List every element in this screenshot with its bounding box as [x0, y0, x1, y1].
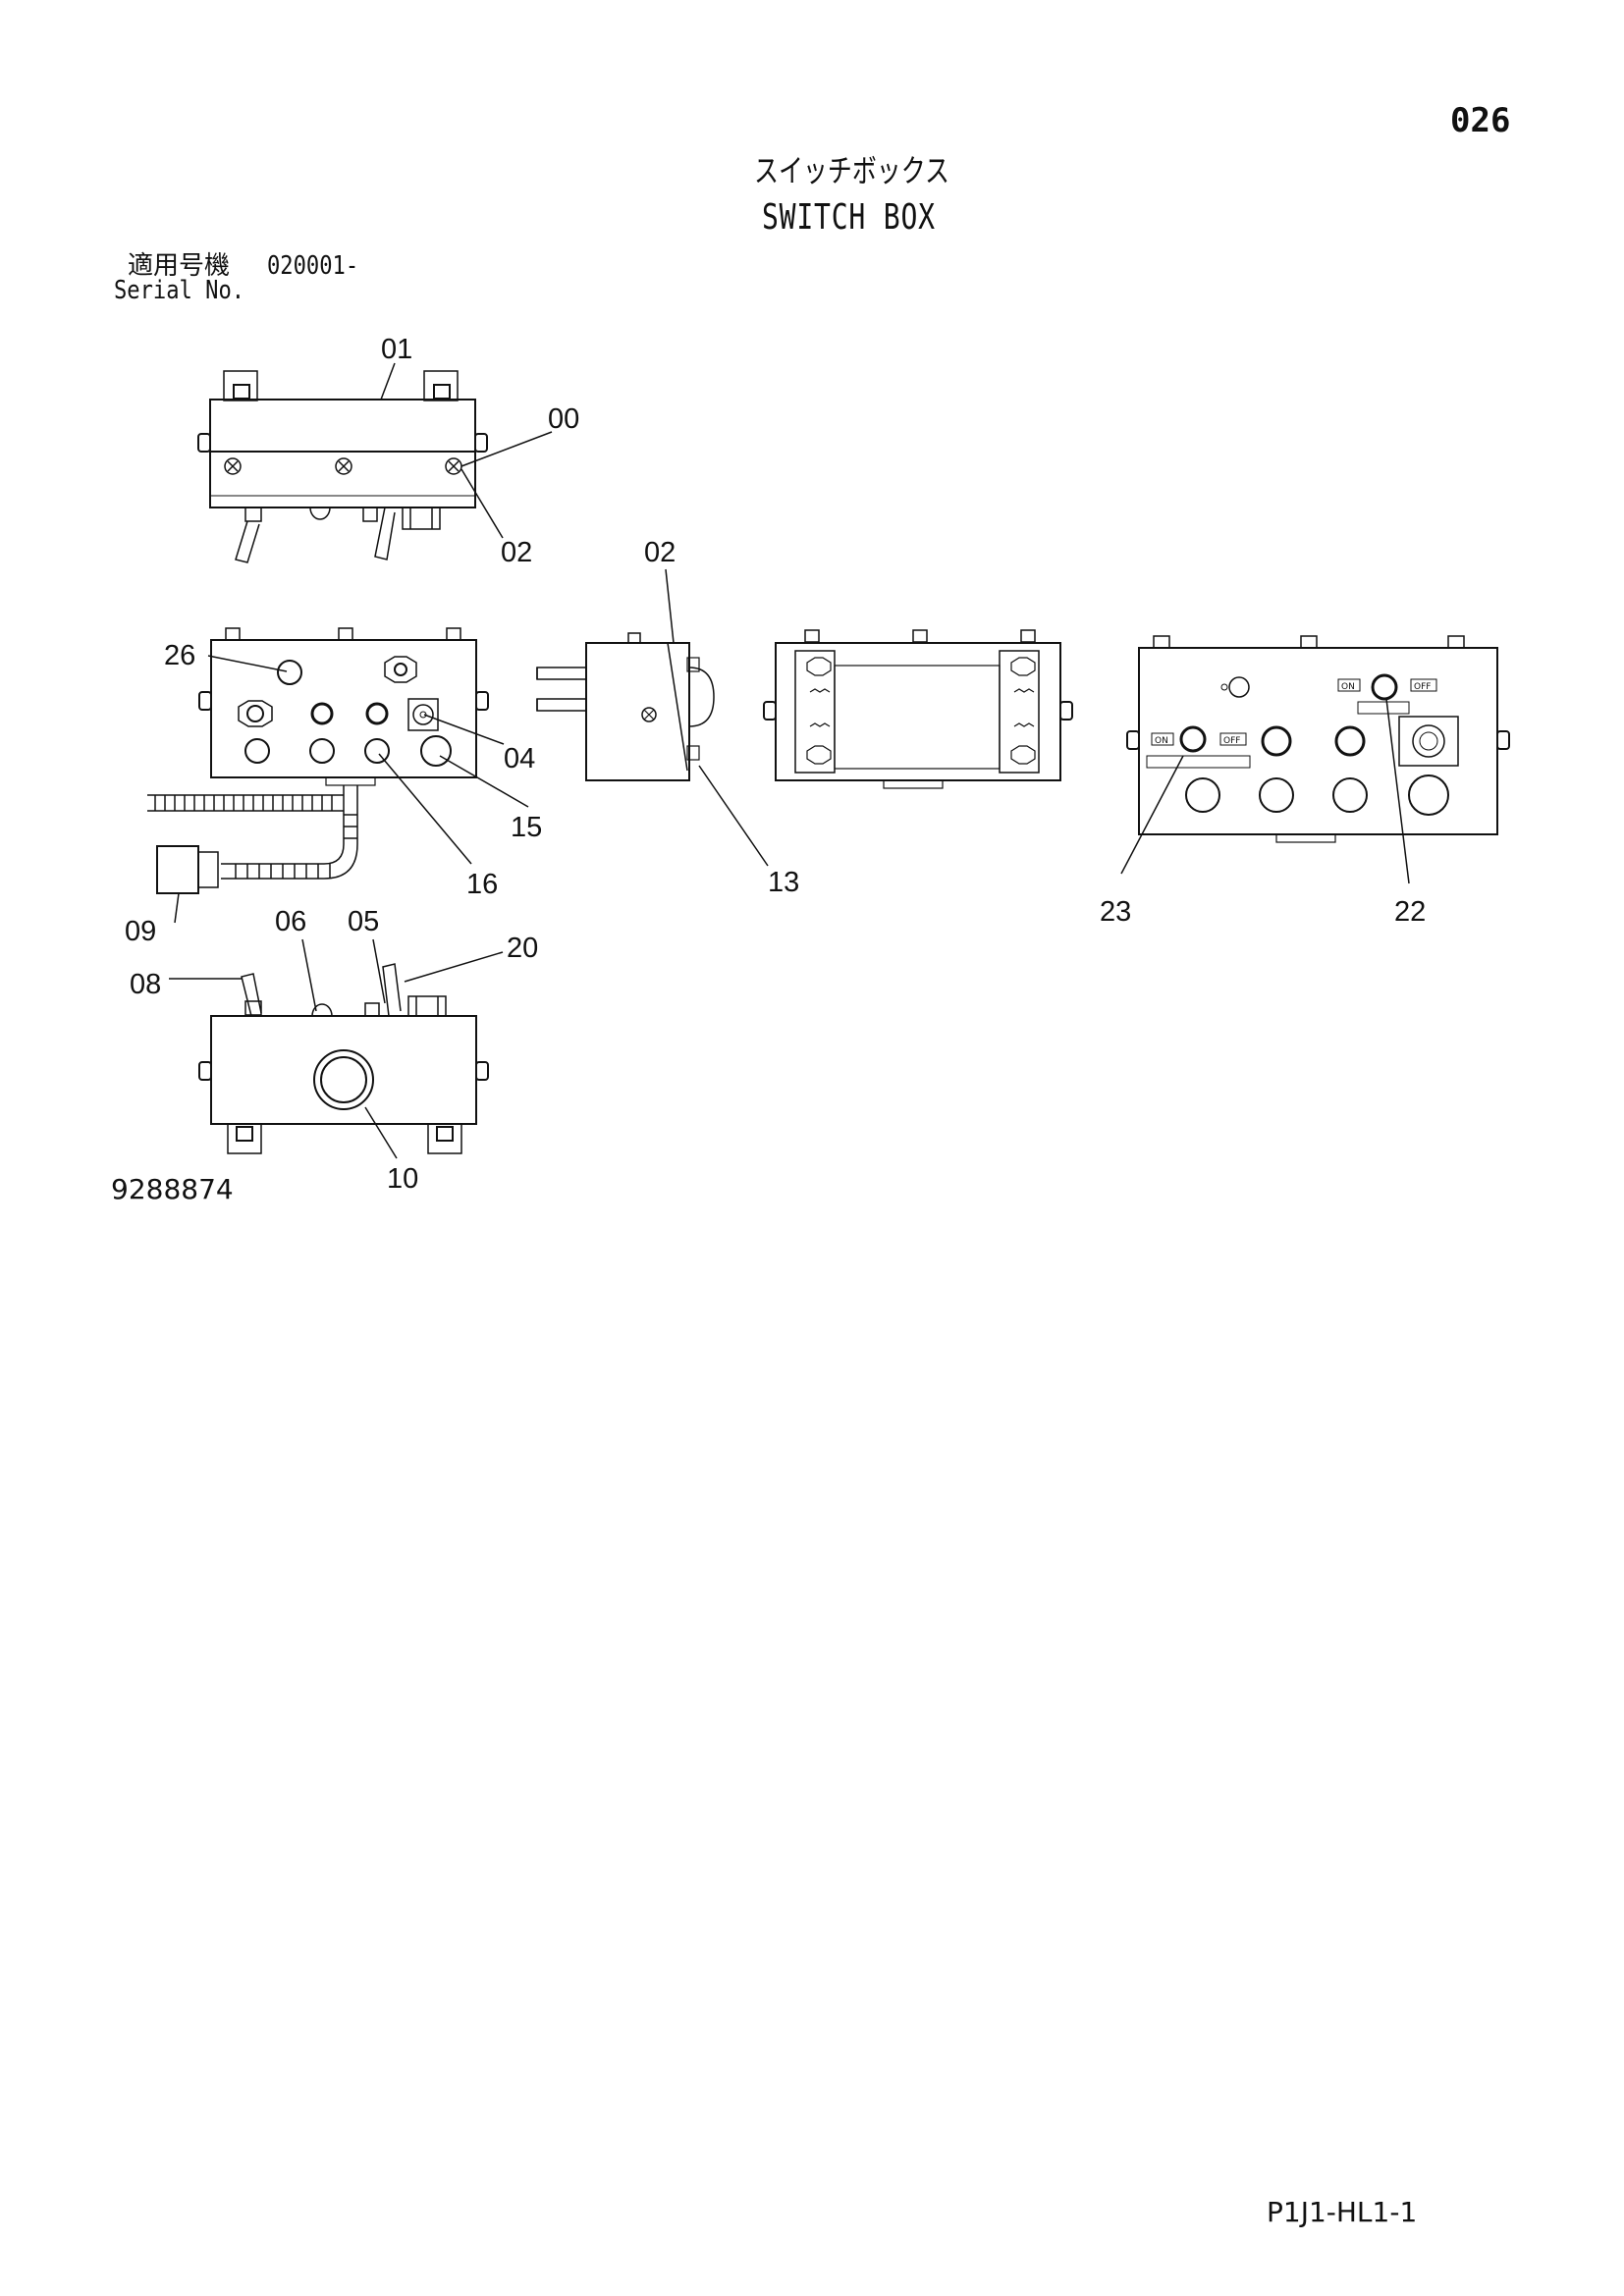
document-code: P1J1-HL1-1	[1267, 2196, 1418, 2228]
callout-08: 08	[130, 969, 161, 1000]
side-view	[536, 632, 715, 781]
callouts: 01 00 02 02 26 04 15 16 13 09 23 22 06 0…	[125, 334, 1426, 1195]
callout-09: 09	[125, 916, 156, 947]
callout-00: 00	[548, 403, 579, 435]
callout-02-top: 02	[501, 537, 532, 568]
rear-view	[763, 629, 1073, 789]
callout-13: 13	[768, 867, 799, 898]
callout-02-side: 02	[644, 537, 676, 568]
on-label-left: ON	[1155, 736, 1168, 746]
panel-decal-view: ON OFF ON OFF	[1126, 635, 1510, 843]
callout-05: 05	[348, 906, 379, 937]
callout-15: 15	[511, 812, 542, 843]
callout-22: 22	[1394, 896, 1426, 928]
title-japanese: スイッチボックス	[754, 152, 949, 189]
callout-23: 23	[1100, 896, 1131, 928]
callout-04: 04	[504, 743, 535, 774]
top-view	[197, 370, 488, 563]
title-english: SWITCH BOX	[762, 197, 936, 238]
off-label-top: OFF	[1414, 682, 1431, 692]
callout-20: 20	[507, 933, 538, 964]
serial-label-english: Serial No.	[114, 276, 245, 305]
off-label-left: OFF	[1223, 736, 1240, 746]
front-view	[147, 627, 489, 894]
callout-16: 16	[466, 869, 498, 900]
on-label-top: ON	[1341, 682, 1355, 692]
serial-value: 020001-	[267, 251, 359, 281]
drawing-number: 9288874	[111, 1173, 234, 1205]
leader-lines	[169, 362, 1410, 1159]
callout-10: 10	[387, 1163, 418, 1195]
serial-label-japanese: 適用号機	[128, 251, 231, 281]
callout-26: 26	[164, 640, 195, 671]
callout-01: 01	[381, 334, 412, 365]
page-number: 026	[1450, 101, 1511, 140]
bottom-view	[198, 963, 489, 1154]
callout-06: 06	[275, 906, 306, 937]
